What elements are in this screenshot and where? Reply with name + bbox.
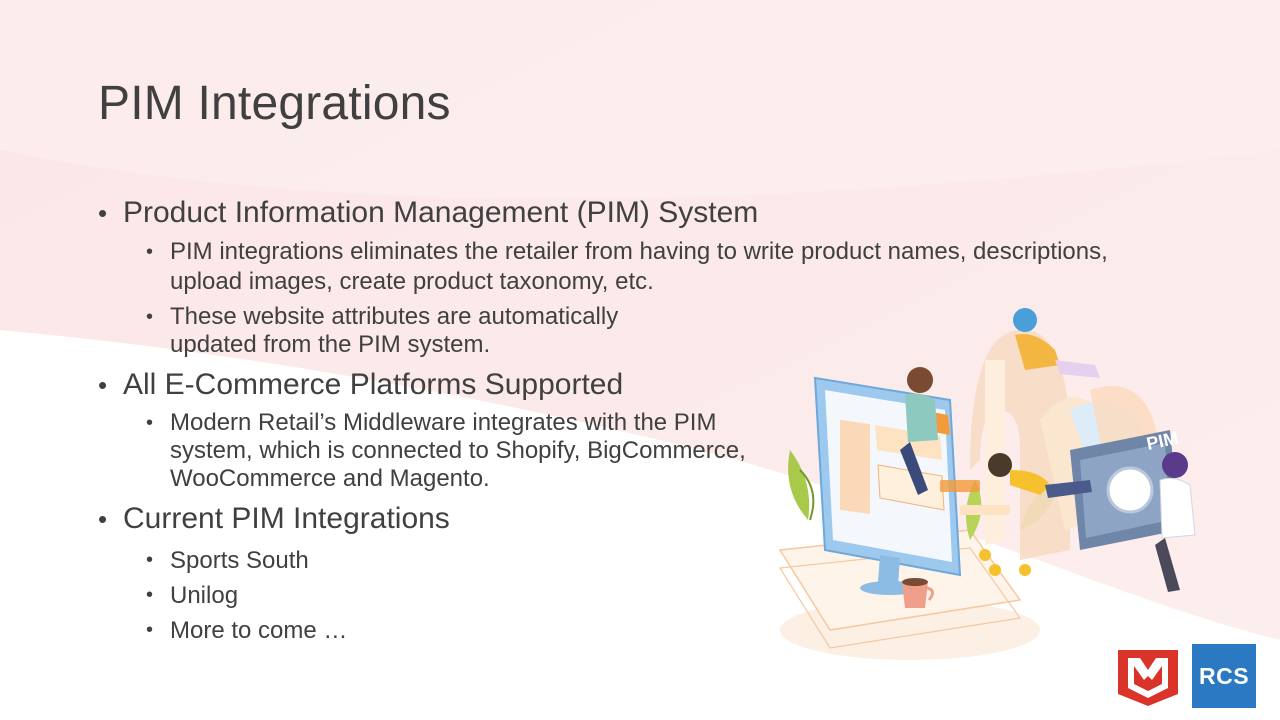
coffee-cup-icon [902,578,934,608]
bullet-current-integrations: Current PIM Integrations [98,499,1198,539]
pim-device: PIM [1070,428,1180,550]
sub-bullet-unilog: Unilog [146,578,1198,613]
slide-title: PIM Integrations [98,77,451,130]
sub-bullet-more: More to come … [146,613,1198,648]
bullet-platforms: All E-Commerce Platforms Supported [98,365,1198,405]
person-icon [1155,452,1196,592]
sub-bullet-middleware: Modern Retail’s Middleware integrates wi… [146,409,750,493]
pim-illustration: PIM [778,308,1196,660]
sub-bullet-eliminates: PIM integrations eliminates the retailer… [146,237,1170,297]
person-icon [1013,308,1100,378]
rcs-logo: RCS [1192,644,1256,708]
person-icon [900,367,938,495]
bullet-list: Product Information Management (PIM) Sys… [98,193,1198,648]
m-logo [1118,650,1178,706]
sub-bullet-sports-south: Sports South [146,543,1198,578]
bullet-pim-system: Product Information Management (PIM) Sys… [98,193,1198,233]
person-icon [988,453,1092,498]
sub-bullet-attributes: These website attributes are automatical… [146,303,700,359]
